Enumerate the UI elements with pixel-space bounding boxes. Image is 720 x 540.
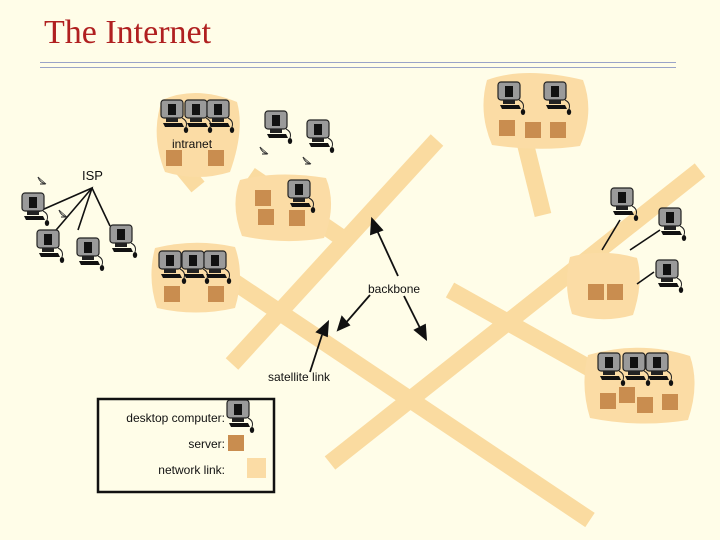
server-icon [255,190,271,206]
backbone-link [445,282,605,382]
legend-server-icon [228,435,244,451]
desktop-computer-icon [21,192,50,227]
satellite-dish-icon [259,146,269,155]
desktop-computer-icon [655,259,684,294]
network-link-wire [636,271,655,285]
arrow-head [315,319,330,338]
network-link-wire [601,219,621,251]
backbone-arrow [374,225,399,277]
server-icon [588,284,604,300]
server-icon [607,284,623,300]
legend-box [96,397,276,494]
server-icon [550,122,566,138]
desktop-computer-icon [306,119,335,154]
network-link-wire [91,187,111,227]
desktop-computer-icon [264,110,293,145]
satellite-link-label: satellite link [268,370,331,384]
server-icon [600,393,616,409]
backbone-link [192,249,595,528]
backbone-arrow [403,295,423,333]
server-icon [619,387,635,403]
satellite-dish-icon [37,176,47,185]
arrow-head [336,315,351,332]
legend-server-label: server: [188,437,225,451]
backbone-label: backbone [368,282,420,296]
desktop-computer-icon [76,237,105,272]
legend: desktop computer: server: network link: [96,397,276,494]
server-icon [258,209,274,225]
isp-label: ISP [82,168,103,183]
intranet-label: intranet [172,137,213,151]
server-icon [289,210,305,226]
legend-network-link-label: network link: [158,463,225,477]
desktop-computer-icon [658,207,687,242]
server-icon [166,150,182,166]
server-icon [208,150,224,166]
server-icon [637,397,653,413]
legend-desktop-computer-icon [226,399,255,434]
satellite-dish-icon [58,209,68,218]
desktop-computer-icon [109,224,138,259]
server-icon [208,286,224,302]
satellite-dish-icon [302,156,312,165]
satellite-arrows [309,216,428,373]
title-divider [40,62,676,68]
satellite-link-arrow [309,334,323,373]
slide-title: The Internet [44,14,212,51]
arrow-head [370,216,384,236]
desktop-computer-icon [36,229,65,264]
backbone-arrow [343,294,371,326]
backbone-link [324,163,706,470]
arrow-head [413,323,428,342]
network-link-wire [629,229,661,251]
server-icon [499,120,515,136]
server-icon [164,286,180,302]
server-icon [525,122,541,138]
legend-desktop-computer-label: desktop computer: [126,411,225,425]
legend-network-link-swatch [247,458,266,478]
cluster-middle [235,174,332,242]
backbone-link [225,134,444,370]
server-icon [662,394,678,410]
